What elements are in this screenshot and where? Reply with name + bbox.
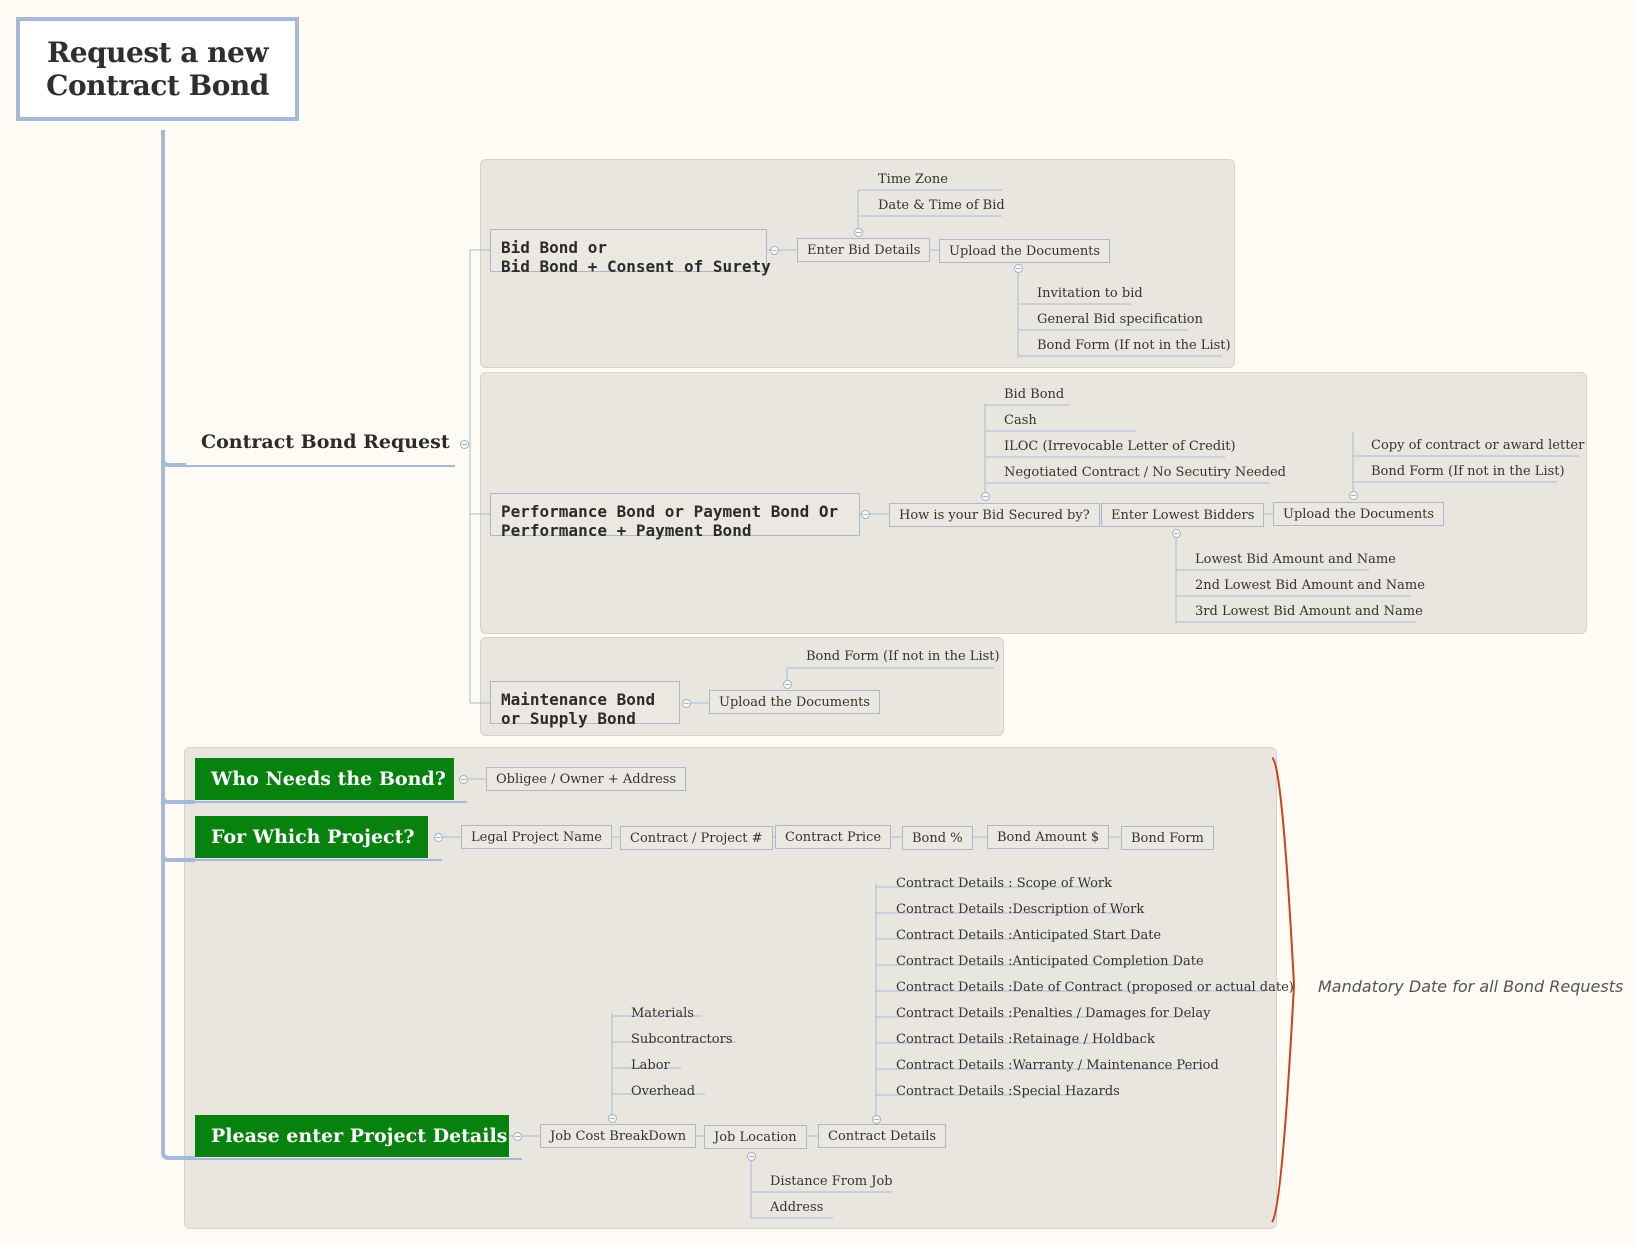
contract-details-item[interactable]: Contract Details :Anticipated Completion… (896, 954, 1204, 969)
collapse-toggle-icon[interactable] (981, 492, 990, 501)
job-cost-item[interactable]: Materials (631, 1006, 694, 1021)
collapse-toggle-icon[interactable] (682, 699, 691, 708)
contract-details-item[interactable]: Contract Details :Description of Work (896, 902, 1145, 917)
job-cost-item[interactable]: Overhead (631, 1084, 696, 1099)
secured-option-item[interactable]: ILOC (Irrevocable Letter of Credit) (1004, 439, 1236, 454)
collapse-toggle-icon[interactable] (872, 1115, 881, 1124)
how-secured-node[interactable]: How is your Bid Secured by? (889, 503, 1100, 527)
root-trunk (161, 130, 195, 1160)
central-topic-line1: Request a new (47, 36, 268, 69)
legal-project-name-node[interactable]: Legal Project Name (461, 825, 612, 849)
job-cost-item[interactable]: Labor (631, 1058, 670, 1073)
project-details-topic[interactable]: Please enter Project Details (195, 1115, 509, 1157)
branch-lines (441, 189, 1579, 1219)
bid-document-item[interactable]: Invitation to bid (1037, 286, 1143, 301)
central-topic-line2: Contract Bond (46, 69, 269, 102)
collapse-toggle-icon[interactable] (747, 1152, 756, 1161)
collapse-toggle-icon[interactable] (434, 833, 443, 842)
performance-bond-topic[interactable]: Performance Bond or Payment Bond Or Perf… (490, 493, 860, 540)
contract-details-item[interactable]: Contract Details :Retainage / Holdback (896, 1032, 1155, 1047)
enter-bid-details-node[interactable]: Enter Bid Details (797, 238, 931, 262)
contract-details-item[interactable]: Contract Details : Scope of Work (896, 876, 1113, 891)
collapse-toggle-icon[interactable] (608, 1114, 617, 1123)
bond-form-node[interactable]: Bond Form (1121, 826, 1214, 850)
maint-upload-documents-node[interactable]: Upload the Documents (709, 690, 881, 714)
perf-document-item[interactable]: Bond Form (If not in the List) (1371, 464, 1565, 479)
contract-details-node[interactable]: Contract Details (818, 1124, 947, 1148)
job-cost-breakdown-node[interactable]: Job Cost BreakDown (540, 1124, 697, 1148)
central-topic[interactable]: Request a new Contract Bond (16, 17, 299, 121)
contract-details-item[interactable]: Contract Details :Warranty / Maintenance… (896, 1058, 1219, 1073)
lowest-bidder-item[interactable]: Lowest Bid Amount and Name (1195, 552, 1396, 567)
maint-document-item[interactable]: Bond Form (If not in the List) (806, 649, 1000, 664)
collapse-toggle-icon[interactable] (861, 510, 870, 519)
summary-note[interactable]: Mandatory Date for all Bond Requests (1318, 977, 1624, 996)
collapse-toggle-icon[interactable] (459, 775, 468, 784)
who-needs-bond-topic[interactable]: Who Needs the Bond? (195, 758, 454, 800)
perf-upload-documents-node[interactable]: Upload the Documents (1273, 502, 1445, 526)
job-cost-item[interactable]: Subcontractors (631, 1032, 733, 1047)
collapse-toggle-icon[interactable] (770, 246, 779, 255)
contract-details-item[interactable]: Contract Details :Special Hazards (896, 1084, 1120, 1099)
bid-bond-topic[interactable]: Bid Bond or Bid Bond + Consent of Surety (490, 229, 771, 276)
bond-percent-node[interactable]: Bond % (902, 826, 973, 850)
contract-details-item[interactable]: Contract Details :Date of Contract (prop… (896, 980, 1294, 995)
perf-document-item[interactable]: Copy of contract or award letter (1371, 438, 1585, 453)
collapse-toggle-icon[interactable] (1172, 529, 1181, 538)
collapse-toggle-icon[interactable] (460, 440, 469, 449)
summary-bracket (1271, 757, 1296, 1223)
secured-option-item[interactable]: Negotiated Contract / No Secutiry Needed (1004, 465, 1286, 480)
bid-document-item[interactable]: Bond Form (If not in the List) (1037, 338, 1231, 353)
collapse-toggle-icon[interactable] (1014, 264, 1023, 273)
job-location-node[interactable]: Job Location (704, 1125, 807, 1149)
which-project-topic[interactable]: For Which Project? (195, 816, 428, 858)
job-location-item[interactable]: Address (770, 1200, 824, 1215)
enter-lowest-bidders-node[interactable]: Enter Lowest Bidders (1101, 503, 1265, 527)
job-location-item[interactable]: Distance From Job (770, 1174, 893, 1189)
collapse-toggle-icon[interactable] (783, 680, 792, 689)
lowest-bidder-item[interactable]: 2nd Lowest Bid Amount and Name (1195, 578, 1425, 593)
contract-project-number-node[interactable]: Contract / Project # (620, 826, 773, 850)
obligee-node[interactable]: Obligee / Owner + Address (486, 767, 687, 791)
collapse-toggle-icon[interactable] (1349, 491, 1358, 500)
maintenance-bond-topic[interactable]: Maintenance Bond or Supply Bond (490, 681, 680, 728)
contract-price-node[interactable]: Contract Price (775, 825, 892, 849)
secured-option-item[interactable]: Cash (1004, 413, 1037, 428)
time-zone-node[interactable]: Time Zone (878, 172, 948, 187)
contract-details-item[interactable]: Contract Details :Penalties / Damages fo… (896, 1006, 1211, 1021)
date-time-of-bid-node[interactable]: Date & Time of Bid (878, 198, 1005, 213)
contract-bond-request-topic[interactable]: Contract Bond Request (201, 431, 450, 453)
bond-amount-node[interactable]: Bond Amount $ (987, 825, 1110, 849)
collapse-toggle-icon[interactable] (513, 1132, 522, 1141)
secured-option-item[interactable]: Bid Bond (1004, 387, 1065, 402)
bid-document-item[interactable]: General Bid specification (1037, 312, 1203, 327)
collapse-toggle-icon[interactable] (854, 228, 863, 237)
lowest-bidder-item[interactable]: 3rd Lowest Bid Amount and Name (1195, 604, 1423, 619)
bid-upload-documents-node[interactable]: Upload the Documents (939, 239, 1111, 263)
contract-details-item[interactable]: Contract Details :Anticipated Start Date (896, 928, 1162, 943)
underlines (186, 465, 522, 1160)
